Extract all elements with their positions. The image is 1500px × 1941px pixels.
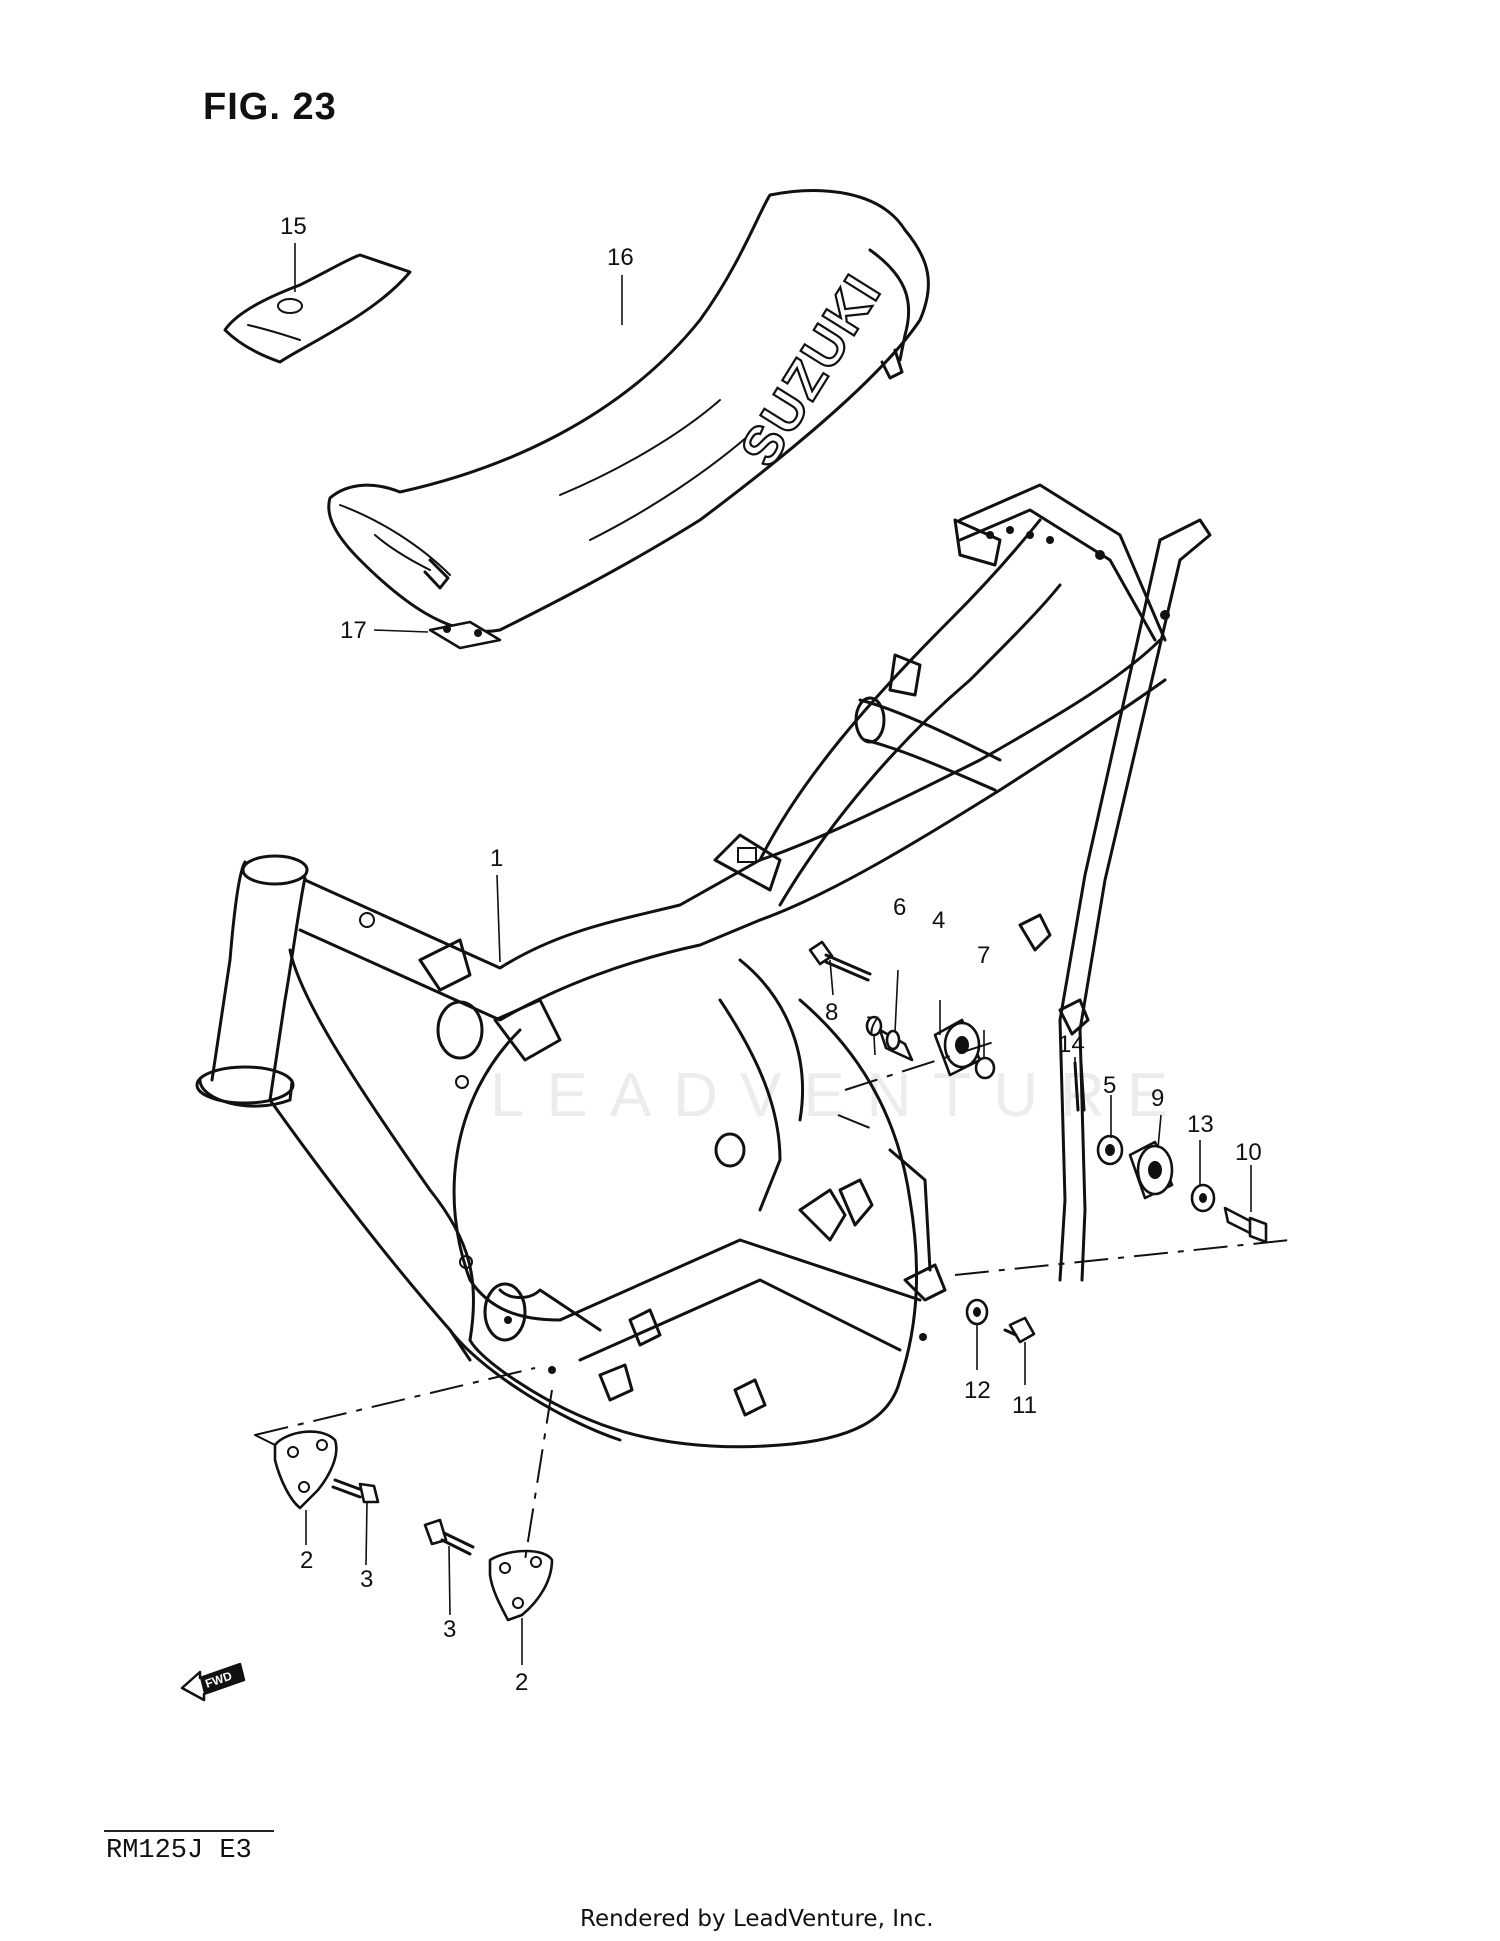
bushing-4-drawing[interactable] — [933, 1018, 982, 1077]
model-code: RM125J E3 — [106, 1836, 252, 1866]
spring-14-drawing[interactable] — [1073, 1061, 1086, 1112]
bushing-9-drawing[interactable] — [1128, 1140, 1174, 1200]
callout-9: 9 — [1151, 1085, 1164, 1112]
callout-12: 12 — [964, 1377, 991, 1404]
callout-11: 11 — [1012, 1392, 1037, 1419]
callout-17: 17 — [340, 617, 367, 644]
bracket-2a-drawing[interactable] — [273, 1430, 338, 1510]
callout-1: 1 — [490, 845, 503, 872]
bolt-3b-drawing[interactable] — [423, 1518, 475, 1556]
washer-12-drawing[interactable] — [965, 1298, 989, 1326]
callout-8: 8 — [825, 999, 838, 1026]
callout-3a: 3 — [360, 1566, 373, 1593]
seat-brand-logo: SUZUKI — [729, 264, 893, 476]
callout-7b: 7 — [866, 1012, 879, 1039]
callout-2a: 2 — [300, 1547, 313, 1574]
seat-pad-drawing[interactable] — [223, 253, 412, 364]
bracket-2b-drawing[interactable] — [488, 1549, 554, 1622]
bolt-8-drawing[interactable] — [808, 940, 872, 982]
fwd-arrow-icon: FWD — [180, 1662, 246, 1702]
watermark-text: LEADVENTURE — [490, 1061, 1191, 1130]
model-code-rule — [104, 1830, 274, 1832]
callout-7a: 7 — [977, 942, 990, 969]
callout-3b: 3 — [443, 1616, 456, 1643]
washer-7a-drawing[interactable] — [865, 1015, 883, 1037]
bolt-10-drawing[interactable] — [1223, 1206, 1268, 1244]
callout-4: 4 — [932, 907, 945, 934]
callout-5: 5 — [1103, 1072, 1116, 1099]
callout-14: 14 — [1058, 1031, 1085, 1058]
washer-7b-drawing[interactable] — [974, 1056, 996, 1080]
callout-15: 15 — [280, 213, 307, 240]
washer-13-drawing[interactable] — [1190, 1183, 1216, 1213]
bolt-3a-drawing[interactable] — [331, 1478, 380, 1504]
callout-6: 6 — [893, 894, 906, 921]
footer-credit: Rendered by LeadVenture, Inc. — [580, 1906, 934, 1932]
spacer-6-drawing[interactable] — [878, 1028, 914, 1062]
callout-2b: 2 — [515, 1669, 528, 1696]
figure-title: FIG. 23 — [203, 86, 337, 128]
callout-13: 13 — [1187, 1111, 1214, 1138]
washer-5-drawing[interactable] — [1096, 1134, 1124, 1166]
callout-10: 10 — [1235, 1139, 1262, 1166]
seat-bracket-drawing[interactable] — [428, 620, 502, 650]
bolt-11-drawing[interactable] — [1003, 1316, 1036, 1344]
callout-16: 16 — [607, 244, 634, 271]
frame-drawing[interactable] — [195, 483, 1212, 1449]
